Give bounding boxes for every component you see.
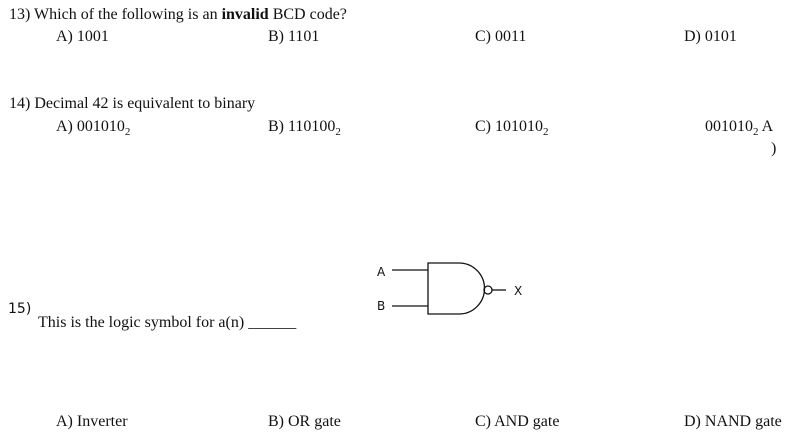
q13-option-d[interactable]: D) 0101: [684, 28, 737, 45]
q15-option-b[interactable]: B) OR gate: [268, 413, 341, 430]
gate-input-a-label: A: [377, 265, 386, 279]
q13-suffix: BCD code?: [268, 6, 347, 23]
q14-option-a[interactable]: A) 0010102: [56, 118, 130, 141]
q14-option-d-line2: ): [771, 140, 777, 157]
q14-option-c-text: C) 101010: [475, 118, 543, 135]
q13-option-c[interactable]: C) 0011: [475, 28, 527, 45]
q14-option-c-subscript: 2: [543, 126, 549, 138]
q13-question: 13) Which of the following is an invalid…: [9, 6, 347, 24]
gate-inversion-bubble: [483, 285, 493, 295]
gate-input-b-label: B: [377, 299, 385, 313]
q14-option-d[interactable]: 0010102 A: [705, 118, 773, 141]
q15-question: This is the logic symbol for a(n) ______: [38, 314, 297, 331]
q14-option-b-subscript: 2: [335, 126, 341, 138]
q13-bold: invalid: [221, 6, 269, 23]
q13-prefix: Which of the following is an: [34, 6, 222, 23]
q14-option-a-text: A) 001010: [56, 118, 125, 135]
q14-number: 14): [9, 95, 31, 112]
q14-option-d-subscript: 2: [753, 126, 759, 138]
q14-text: Decimal 42 is equivalent to binary: [34, 95, 256, 112]
nand-gate-symbol: A B X: [377, 262, 522, 315]
q14-option-c[interactable]: C) 1010102: [475, 118, 549, 141]
q15-number: 15): [8, 301, 32, 317]
q13-number: 13): [9, 6, 31, 23]
q14-option-d-suffix: A: [758, 118, 774, 135]
q15-option-a[interactable]: A) Inverter: [56, 413, 128, 430]
gate-output-label: X: [514, 284, 522, 298]
q14-option-a-subscript: 2: [124, 126, 131, 138]
q13-option-b[interactable]: B) 1101: [268, 28, 320, 45]
q15-option-d[interactable]: D) NAND gate: [684, 413, 782, 430]
q14-option-b[interactable]: B) 1101002: [268, 118, 341, 141]
q14-option-d-text: 001010: [705, 118, 753, 135]
q14-question: 14) Decimal 42 is equivalent to binary: [9, 95, 255, 113]
q14-option-b-text: B) 110100: [268, 118, 336, 135]
q15-option-c[interactable]: C) AND gate: [475, 413, 560, 430]
gate-body: [427, 262, 486, 315]
q13-option-a[interactable]: A) 1001: [56, 28, 109, 45]
